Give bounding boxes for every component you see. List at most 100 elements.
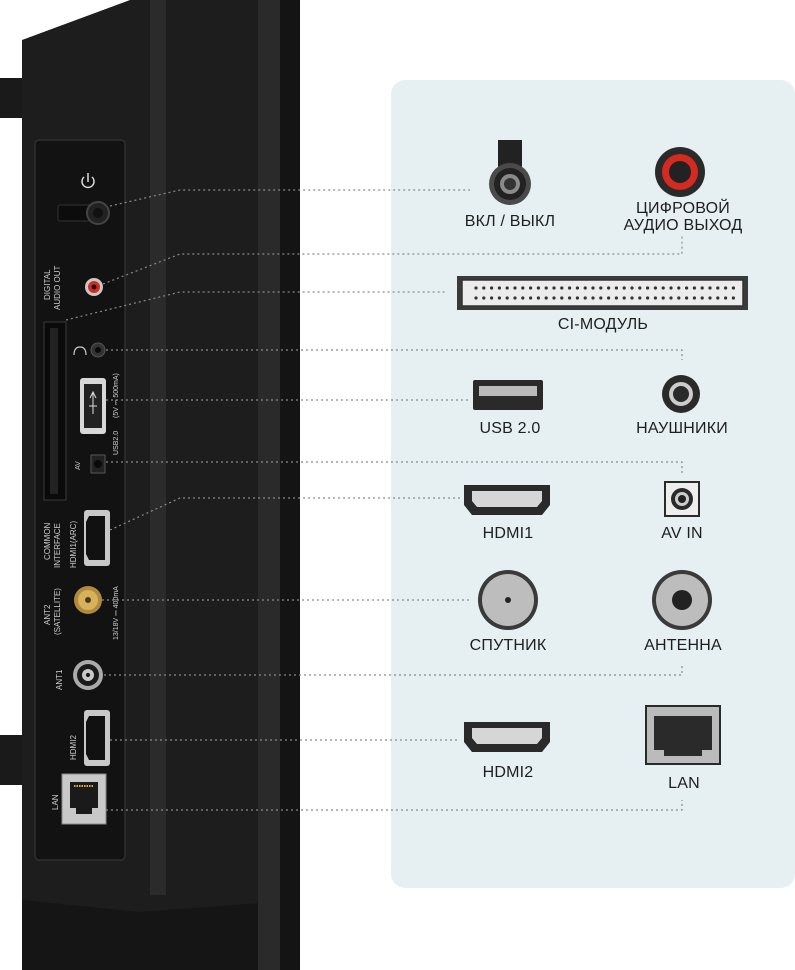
ci-pin-dot — [552, 286, 556, 290]
ci-pin-dot — [568, 286, 572, 290]
ci-pin-dot — [677, 286, 681, 290]
ci-pin-dot — [575, 296, 580, 300]
tv-bottom-edge — [22, 900, 300, 970]
ci-pin-dot — [599, 286, 603, 290]
tv-label-hdmi1: HDMI1(ARC) — [69, 521, 78, 568]
tv-label-ant2-power: 13/18V ⎓ 400mA — [113, 586, 120, 640]
ci-pin-dot — [599, 296, 603, 300]
ci-pin-dot — [513, 286, 517, 290]
ci-pin-dot — [544, 286, 548, 290]
satellite-port-icon — [478, 570, 538, 630]
ci-pin-dot — [646, 286, 650, 290]
ci-pin-dot — [607, 286, 611, 290]
label-digital-audio-line1: ЦИФРОВОЙ — [636, 200, 730, 217]
connector-legend-panel — [391, 80, 795, 888]
ci-pin-dot — [614, 286, 619, 290]
ci-pin-dot — [724, 286, 728, 290]
power-symbol-icon — [81, 176, 95, 189]
ci-pin-dot — [536, 286, 541, 290]
ci-pin-dot — [630, 296, 634, 300]
tv-usb-port — [80, 378, 106, 434]
label-headphones: НАУШНИКИ — [636, 420, 728, 437]
tv-hdmi2-port — [84, 710, 110, 766]
hdmi2-port-icon — [464, 722, 550, 752]
tv-label-hdmi2: HDMI2 — [69, 735, 78, 760]
label-satellite: СПУТНИК — [469, 637, 547, 654]
hdmi1-port-icon — [464, 485, 550, 515]
ci-pin-dot — [497, 286, 501, 290]
ci-pin-dot — [583, 296, 587, 300]
label-digital-audio-line2: АУДИО ВЫХОД — [623, 217, 743, 234]
ci-pin-dot — [700, 286, 704, 290]
ci-pin-dot — [708, 296, 712, 300]
tv-label-av: AV — [75, 461, 82, 470]
ci-pin-dot — [544, 296, 548, 300]
ci-pin-dot — [560, 286, 564, 290]
digital-audio-icon — [655, 147, 705, 197]
ci-pin-dot — [591, 296, 595, 300]
ci-pin-dot — [622, 286, 626, 290]
tv-label-ant2-2: (SATELLITE) — [53, 588, 62, 635]
ci-pin-dot — [529, 296, 533, 300]
tv-lan-port — [61, 773, 107, 825]
ci-pin-dot — [568, 296, 572, 300]
power-button-icon — [489, 140, 531, 205]
label-ci-module: CI-МОДУЛЬ — [557, 316, 649, 333]
tv-label-ant1: ANT1 — [55, 669, 64, 690]
ci-pin-dot — [638, 286, 642, 290]
ci-pin-dot — [521, 286, 525, 290]
tv-headphone-jack — [73, 342, 106, 358]
ci-pin-dot — [521, 296, 525, 300]
label-usb: USB 2.0 — [479, 420, 541, 437]
tv-satellite-port — [74, 586, 102, 614]
ci-pin-dot — [622, 296, 626, 300]
ci-pin-dot — [708, 286, 712, 290]
ci-pin-dot — [731, 286, 736, 290]
label-digital-audio: ЦИФРОВОЙ АУДИО ВЫХОД — [624, 200, 743, 234]
headphone-icon — [73, 346, 87, 356]
tv-label-ci-1: COMMON — [43, 522, 52, 560]
ci-pin-dot — [583, 286, 587, 290]
label-hdmi1: HDMI1 — [482, 525, 534, 542]
tv-hdmi1-port — [84, 510, 110, 566]
label-av-in: AV IN — [661, 525, 703, 542]
ci-pin-dot — [700, 296, 704, 300]
ci-pin-dot — [474, 286, 478, 290]
ci-pin-dot — [685, 286, 689, 290]
ci-pin-dot — [731, 296, 736, 300]
tv-label-lan: LAN — [51, 794, 60, 810]
tv-label-ci-2: INTERFACE — [53, 523, 62, 568]
ci-pin-dot — [653, 286, 658, 290]
tv-antenna-port — [73, 660, 103, 690]
tv-ci-slot — [43, 321, 67, 501]
ci-pin-dot — [685, 296, 689, 300]
label-lan: LAN — [668, 775, 700, 792]
ci-pin-dot — [653, 296, 658, 300]
ci-pin-dot — [513, 296, 517, 300]
ci-pin-dot — [505, 286, 509, 290]
ci-pin-dot — [591, 286, 595, 290]
lan-port-icon — [645, 705, 721, 765]
tv-label-digital-1: DIGITAL — [43, 269, 52, 300]
ci-pin-dot — [505, 296, 509, 300]
ci-pin-dot — [638, 296, 642, 300]
ci-pin-dot — [669, 296, 673, 300]
ci-pin-dot — [646, 296, 650, 300]
ci-pin-dot — [716, 286, 720, 290]
antenna-port-icon — [652, 570, 712, 630]
ci-pin-dot — [575, 286, 580, 290]
ci-pin-dot — [630, 286, 634, 290]
tv-power-button — [57, 173, 110, 225]
ci-pin-dot — [536, 296, 541, 300]
ci-pin-dot — [614, 296, 619, 300]
ci-pin-dot — [607, 296, 611, 300]
ci-pin-dot — [474, 296, 478, 300]
tv-av-jack — [90, 454, 106, 474]
label-antenna: АНТЕННА — [644, 637, 722, 654]
tv-label-usb-power: (5V ⎓ 500mA) — [113, 373, 120, 418]
ci-pin-dot — [661, 286, 665, 290]
ci-pin-dot — [529, 286, 533, 290]
headphones-jack-icon — [662, 375, 700, 413]
ci-pin-dot — [716, 296, 720, 300]
